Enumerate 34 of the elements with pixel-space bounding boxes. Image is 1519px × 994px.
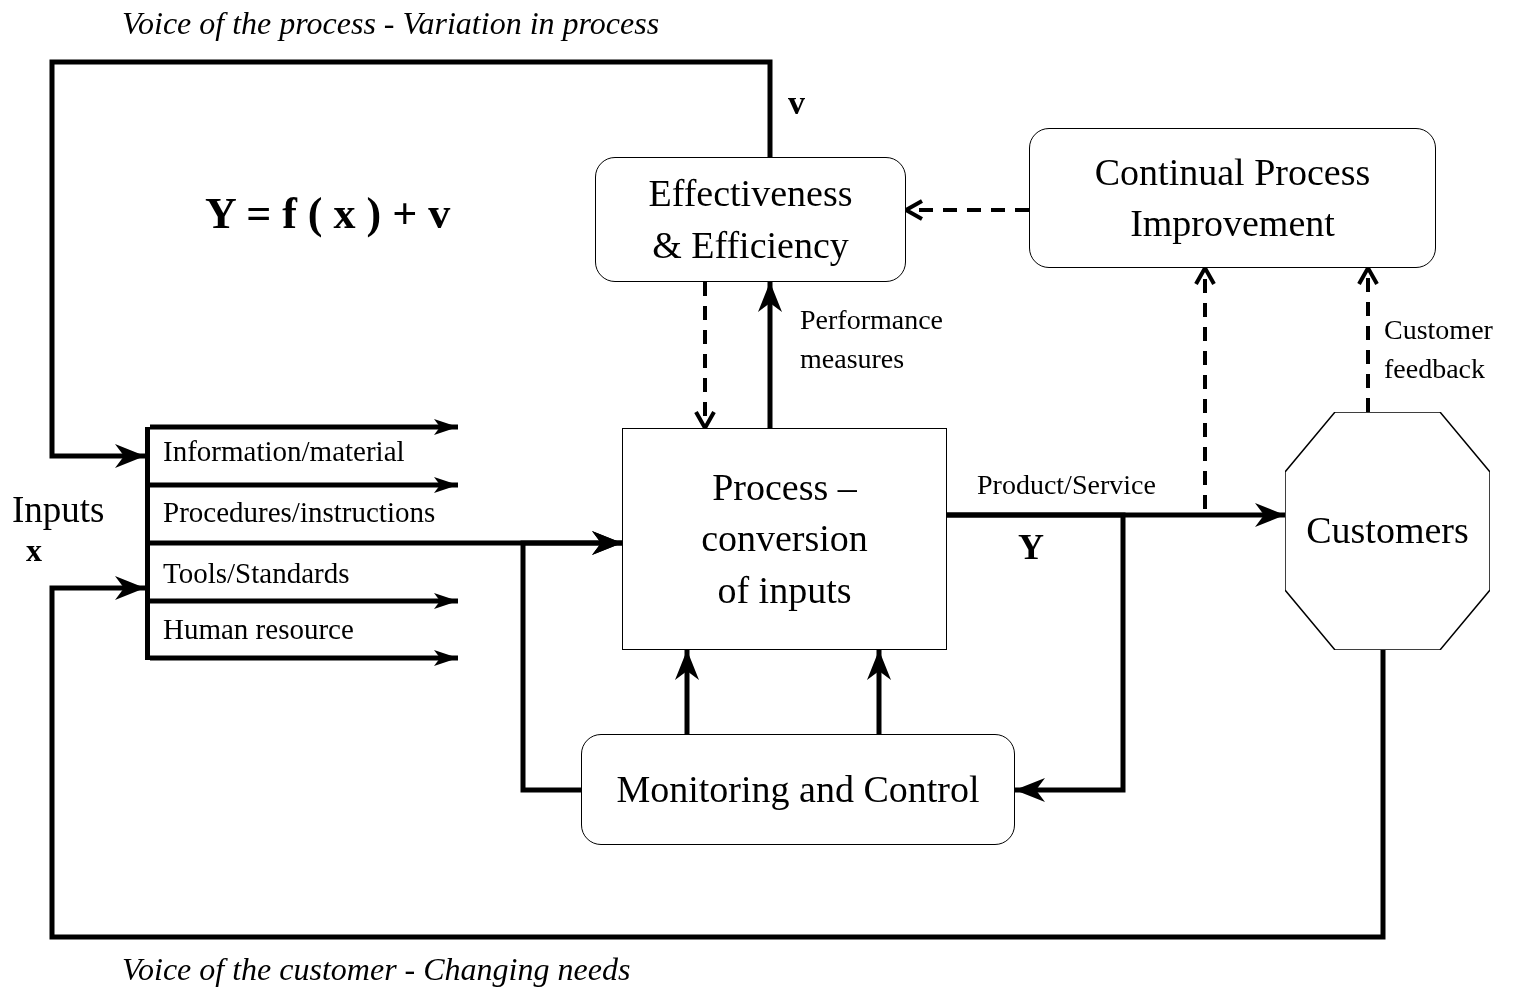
axis-label: Inputs [12,490,105,531]
arrow [49,576,1386,940]
dashed-arrow [694,282,716,430]
arrow [758,282,782,428]
arrow [150,650,458,666]
variable-label: Y [1018,528,1044,568]
input-label: Tools/Standards [163,558,350,590]
arrow [150,593,458,609]
customers-octagon [1285,412,1490,650]
node-label: Process – conversion of inputs [700,465,869,613]
arrow [49,59,773,468]
effectiveness-box [595,157,906,282]
process-box [622,428,947,650]
arrow [675,650,699,734]
node-label: Continual Process Improvement [1093,149,1372,246]
arrow [150,477,458,493]
node-label: Monitoring and Control [616,766,980,812]
dashed-arrow [904,199,1029,221]
input-label: Human resource [163,614,354,646]
monitoring-box [581,734,1015,845]
arrow [867,650,891,734]
arrow [520,531,622,793]
variable-label: v [788,84,805,122]
input-bracket [145,427,150,660]
arrow [947,512,1126,802]
dashed-arrow [1357,266,1379,412]
variable-label: x [26,533,42,569]
arrow [150,419,458,435]
improvement-box [1029,128,1436,268]
formula: Y = f ( x ) + v [205,190,451,239]
input-label: Information/material [163,436,405,468]
node-label: Effectiveness & Efficiency [647,171,854,268]
node-label: Customers [1306,508,1469,554]
input-label: Procedures/instructions [163,497,436,529]
